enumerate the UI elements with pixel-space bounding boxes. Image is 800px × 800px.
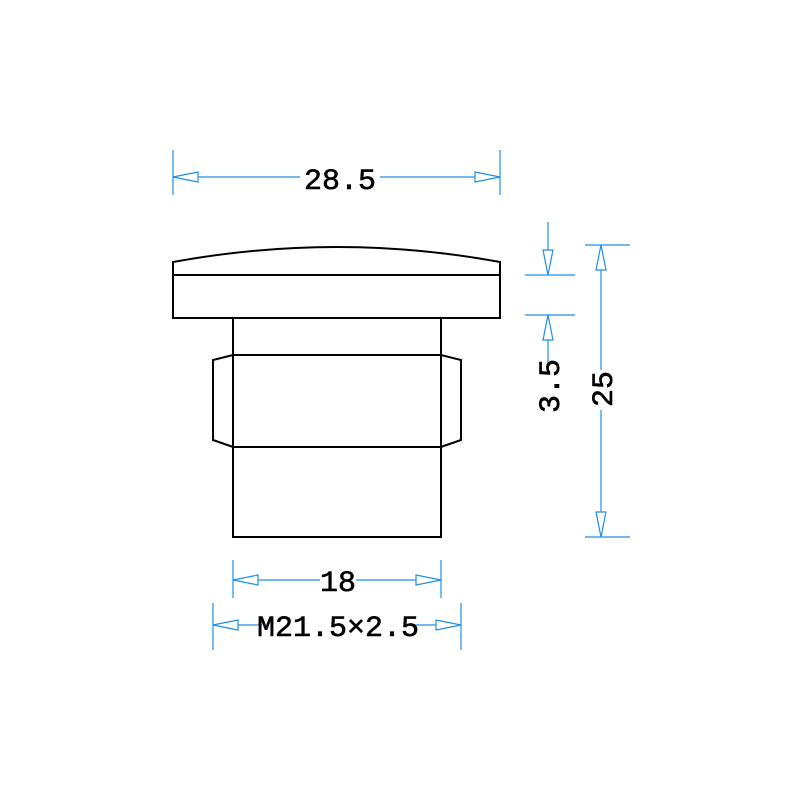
- arrow-left: [232, 574, 259, 586]
- overall-width-label: 28.5: [304, 165, 376, 199]
- inner-width-label: 18: [320, 567, 356, 601]
- shank-neck: [232, 317, 442, 356]
- dimension-total-height: 25: [585, 244, 630, 538]
- arrow-right: [474, 171, 501, 183]
- dimension-inner-width: 18: [232, 560, 442, 601]
- arrow-left: [212, 619, 239, 631]
- thread-section: [212, 354, 462, 448]
- arrow-up: [595, 244, 607, 271]
- arrow-left: [172, 171, 199, 183]
- dimension-overall-width: 28.5: [172, 150, 501, 199]
- cap-outline: [172, 246, 501, 319]
- arrow-right: [435, 619, 462, 631]
- dimension-thread: M21.5×2.5: [212, 603, 462, 650]
- cap-height-label: 3.5: [535, 359, 569, 413]
- shank-lower: [232, 446, 442, 538]
- arrow-down: [595, 511, 607, 538]
- part-outline: [172, 246, 501, 538]
- dimension-cap-height: 3.5: [525, 222, 575, 413]
- total-height-label: 25: [588, 371, 622, 407]
- arrow-right: [415, 574, 442, 586]
- arrow-down: [542, 249, 554, 276]
- arrow-up: [542, 314, 554, 341]
- thread-label: M21.5×2.5: [257, 612, 419, 646]
